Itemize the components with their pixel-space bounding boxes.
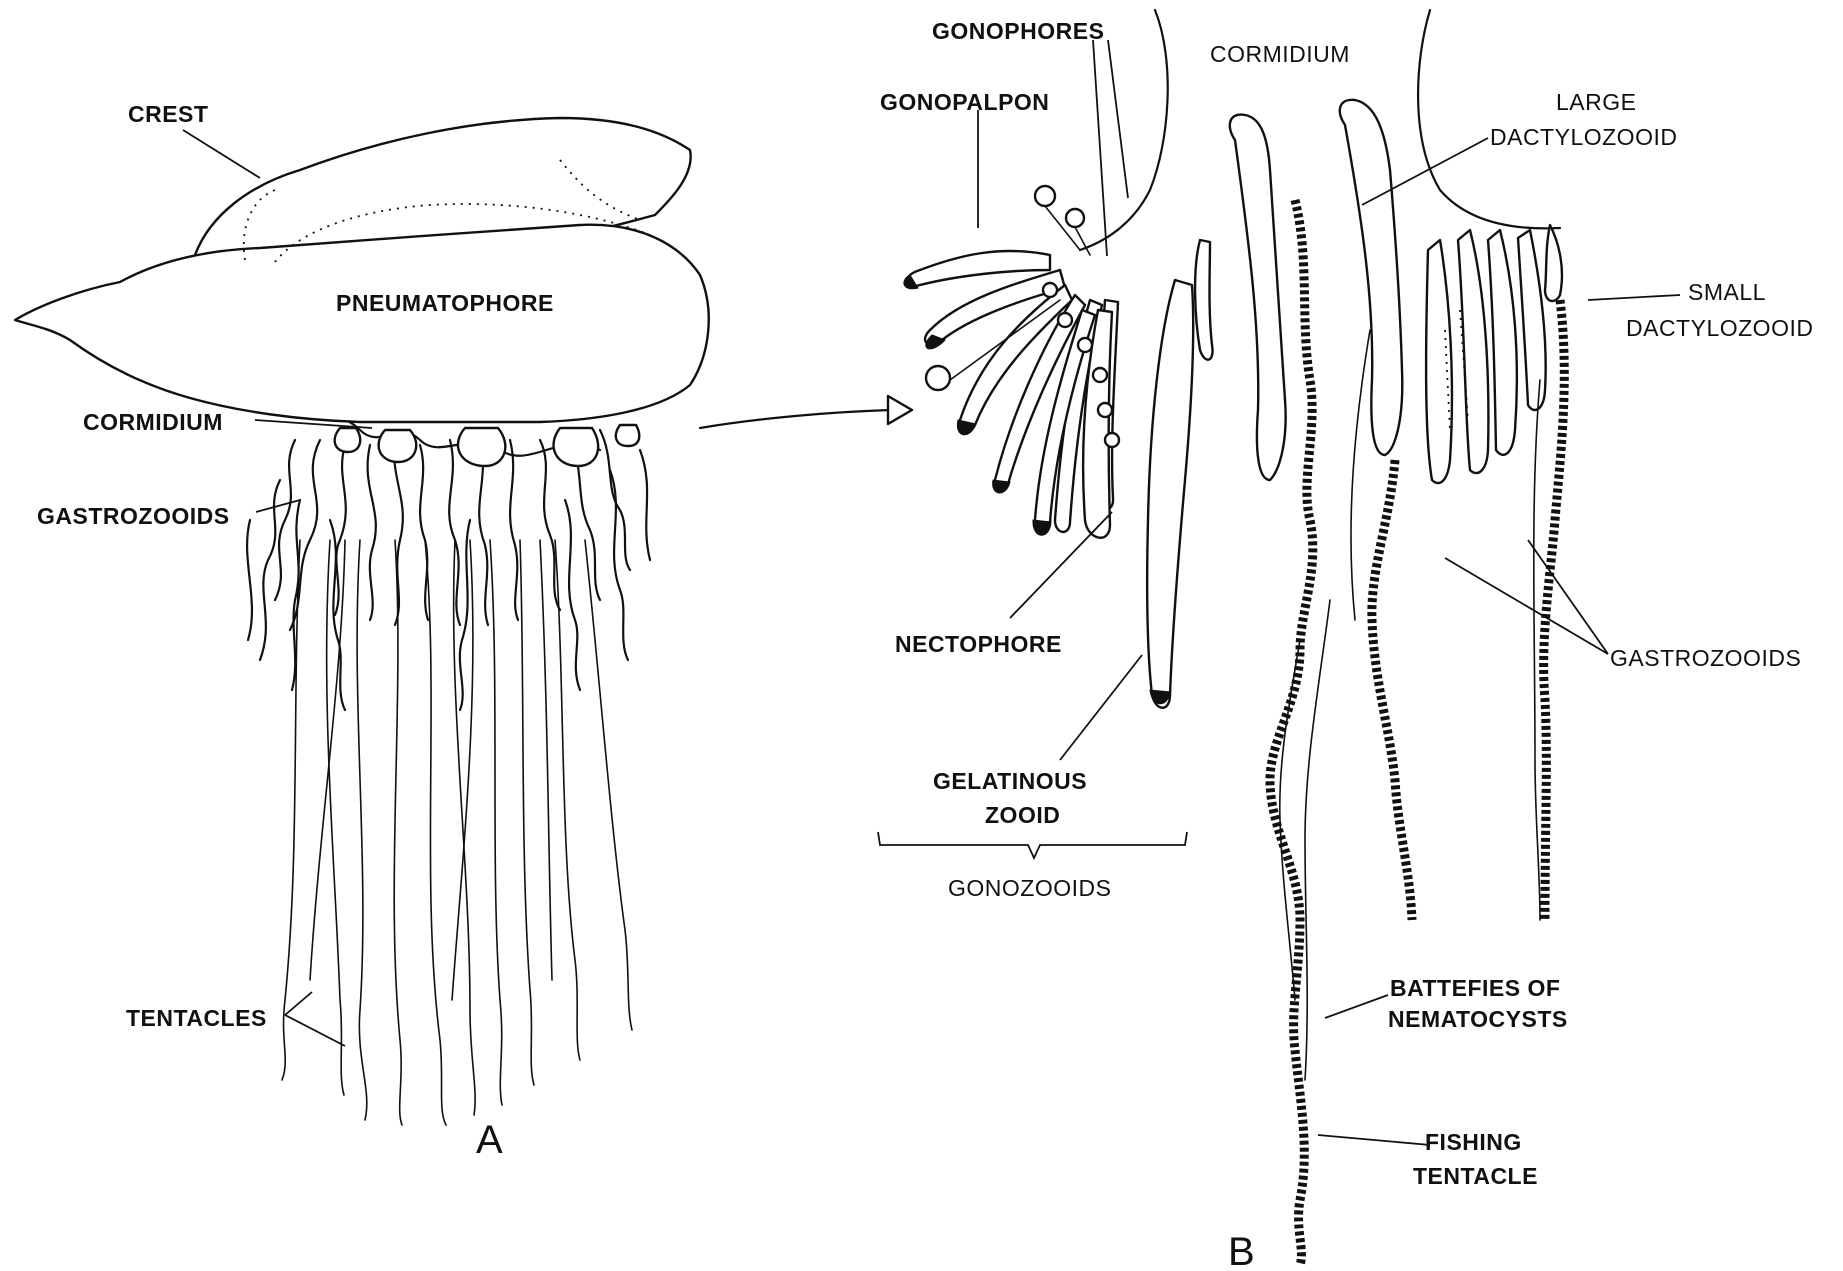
label-gastrozooids-a: GASTROZOOIDS	[37, 503, 230, 529]
label-small-dactylozooid-line2: DACTYLOZOOID	[1626, 315, 1813, 341]
label-gonophores: GONOPHORES	[932, 18, 1104, 44]
gonophores-leader	[1093, 40, 1128, 256]
figure-a-colony: CREST PNEUMATOPHORE CORMIDIUM GASTROZOOI…	[15, 101, 912, 1162]
pneumatophore-float	[15, 118, 709, 422]
large-dactylozooid-drawing	[1230, 115, 1330, 1265]
gelatinous-zooid-leader	[1060, 655, 1142, 760]
label-cormidium-b: CORMIDIUM	[1210, 41, 1350, 67]
label-cormidium-a: CORMIDIUM	[83, 409, 223, 435]
label-large-dactylozooid-line2: DACTYLOZOOID	[1490, 124, 1677, 150]
gastrozooids-b-leader	[1445, 540, 1608, 654]
figure-b-cormidium: GONOPHORES CORMIDIUM GONOPALPON LARGE DA…	[878, 10, 1813, 1271]
label-gelatinous-zooid-line2: ZOOID	[985, 802, 1060, 828]
label-large-dactylozooid-line1: LARGE	[1556, 89, 1636, 115]
label-batteries-line2: NEMATOCYSTS	[1388, 1006, 1568, 1032]
label-gonopalpon: GONOPALPON	[880, 89, 1049, 115]
gastrozooids-a-leader	[256, 500, 300, 512]
stem-right	[1418, 10, 1560, 228]
label-pneumatophore: PNEUMATOPHORE	[336, 290, 554, 316]
gonozooids-bracket	[878, 832, 1187, 858]
label-crest: CREST	[128, 101, 208, 127]
gonozooid-cluster	[904, 186, 1119, 538]
small-dactylozooid-leader	[1588, 295, 1680, 300]
zoom-arrow-head	[888, 396, 912, 424]
zoom-arrow	[700, 410, 890, 428]
panel-label-b: B	[1228, 1230, 1255, 1271]
gelatinous-zooid-drawing	[1147, 280, 1193, 708]
label-fishing-tentacle-line2: TENTACLE	[1413, 1163, 1538, 1189]
batteries-leader	[1325, 995, 1388, 1018]
label-fishing-tentacle-line1: FISHING	[1425, 1129, 1522, 1155]
tentacles-leader	[285, 992, 345, 1046]
right-gastrozooids-drawing	[1426, 225, 1564, 920]
fishing-tentacle-leader	[1318, 1135, 1430, 1145]
crest-leader	[183, 130, 260, 178]
label-small-dactylozooid-line1: SMALL	[1688, 279, 1766, 305]
middle-dactylozooid-drawing	[1340, 100, 1412, 920]
label-gelatinous-zooid-line1: GELATINOUS	[933, 768, 1087, 794]
label-nectophore: NECTOPHORE	[895, 631, 1062, 657]
label-gonozooids: GONOZOOIDS	[948, 875, 1111, 901]
cormidia-bulbs	[335, 425, 640, 466]
panel-label-a: A	[476, 1118, 503, 1162]
label-tentacles: TENTACLES	[126, 1005, 267, 1031]
label-gastrozooids-b: GASTROZOOIDS	[1610, 645, 1801, 671]
small-zooid-mid	[1195, 240, 1212, 360]
label-batteries-line1: BATTEFIES OF	[1390, 975, 1560, 1001]
